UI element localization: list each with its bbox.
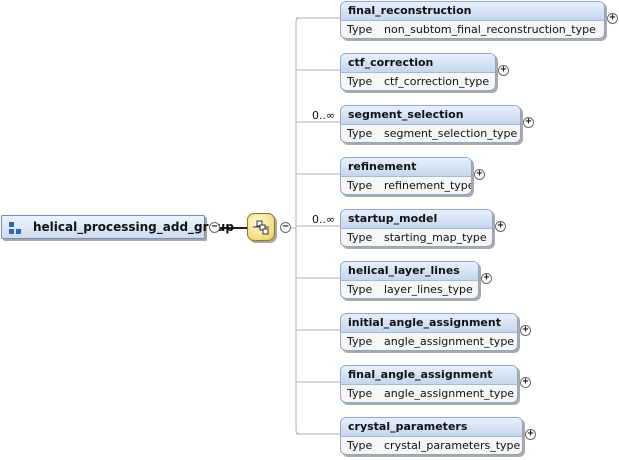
element-name: helical_layer_lines xyxy=(341,262,478,281)
cardinality-label: 0..∞ xyxy=(312,213,336,226)
type-label: Type xyxy=(347,23,373,36)
expand-toggle-ctf-correction[interactable]: + xyxy=(498,65,509,76)
element-name: segment_selection xyxy=(341,106,520,125)
element-type-row: Type ctf_correction_type xyxy=(341,73,495,90)
element-type-row: Type refinement_type xyxy=(341,177,472,194)
element-name: refinement xyxy=(341,158,471,177)
type-value: angle_assignment_type xyxy=(384,387,515,400)
type-label: Type xyxy=(347,231,373,244)
element-type-row: Type angle_assignment_type xyxy=(341,385,517,402)
type-value: angle_assignment_type xyxy=(384,335,515,348)
group-icon xyxy=(9,222,21,234)
element-type-row: Type non_subtom_final_reconstruction_type xyxy=(341,21,604,38)
root-group-node[interactable]: helical_processing_add_group xyxy=(1,215,234,239)
type-label: Type xyxy=(347,335,373,348)
expand-toggle-segment-selection[interactable]: + xyxy=(523,117,534,128)
element-name: startup_model xyxy=(341,210,492,229)
expand-toggle-final-reconstruction[interactable]: + xyxy=(607,13,618,24)
expand-toggle-initial-angle-assignment[interactable]: + xyxy=(520,325,531,336)
type-value: segment_selection_type xyxy=(384,127,518,140)
element-type-row: Type angle_assignment_type xyxy=(341,333,517,350)
cardinality-label: 0..∞ xyxy=(312,109,336,122)
sequence-compositor-node[interactable] xyxy=(247,213,275,241)
type-label: Type xyxy=(347,75,373,88)
element-name: crystal_parameters xyxy=(341,418,522,437)
element-name: initial_angle_assignment xyxy=(341,314,517,333)
sequence-collapse-toggle[interactable]: − xyxy=(280,222,291,233)
element-type-row: Type starting_map_type xyxy=(341,229,492,246)
type-value: non_subtom_final_reconstruction_type xyxy=(384,23,596,36)
type-label: Type xyxy=(347,179,373,192)
type-value: refinement_type xyxy=(384,179,472,192)
expand-toggle-startup-model[interactable]: + xyxy=(495,221,506,232)
element-type-row: Type crystal_parameters_type xyxy=(341,437,522,454)
element-name: ctf_correction xyxy=(341,54,495,73)
type-value: crystal_parameters_type xyxy=(384,439,521,452)
type-value: layer_lines_type xyxy=(384,283,473,296)
type-label: Type xyxy=(347,127,373,140)
type-label: Type xyxy=(347,283,373,296)
type-label: Type xyxy=(347,387,373,400)
expand-toggle-helical-layer-lines[interactable]: + xyxy=(481,273,492,284)
expand-toggle-crystal-parameters[interactable]: + xyxy=(525,429,536,440)
root-group-label: helical_processing_add_group xyxy=(33,220,234,234)
expand-toggle-final-angle-assignment[interactable]: + xyxy=(520,377,531,388)
type-value: starting_map_type xyxy=(384,231,487,244)
expand-toggle-refinement[interactable]: + xyxy=(474,169,485,180)
element-type-row: Type layer_lines_type xyxy=(341,281,478,298)
element-type-row: Type segment_selection_type xyxy=(341,125,520,142)
element-name: final_reconstruction xyxy=(341,2,604,21)
element-name: final_angle_assignment xyxy=(341,366,517,385)
type-value: ctf_correction_type xyxy=(384,75,490,88)
root-collapse-toggle[interactable]: − xyxy=(209,222,220,233)
type-label: Type xyxy=(347,439,373,452)
sequence-compositor-icon xyxy=(253,220,269,235)
